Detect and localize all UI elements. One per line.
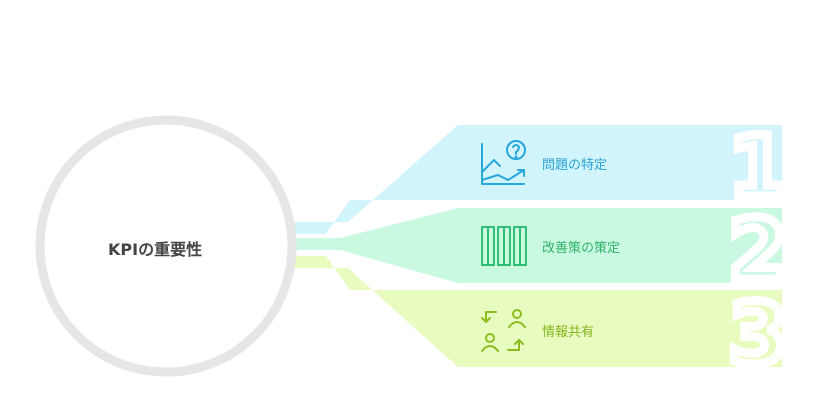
step-number-2: 2 <box>729 201 787 299</box>
center-circle <box>35 115 297 377</box>
item-label-1: 問題の特定 <box>542 158 608 173</box>
people-exchange-icon <box>481 309 526 352</box>
band-2 <box>288 208 782 283</box>
chart-question-icon <box>481 140 526 185</box>
item-label-3: 情報共有 <box>542 325 595 340</box>
step-number-3: 3 <box>729 285 787 383</box>
columns-icon <box>481 226 527 266</box>
center-title: KPIの重要性 <box>108 240 203 259</box>
band-1 <box>288 125 782 234</box>
item-label-2: 改善策の策定 <box>542 241 621 256</box>
step-number-1: 1 <box>729 118 787 216</box>
band-3 <box>288 256 782 367</box>
